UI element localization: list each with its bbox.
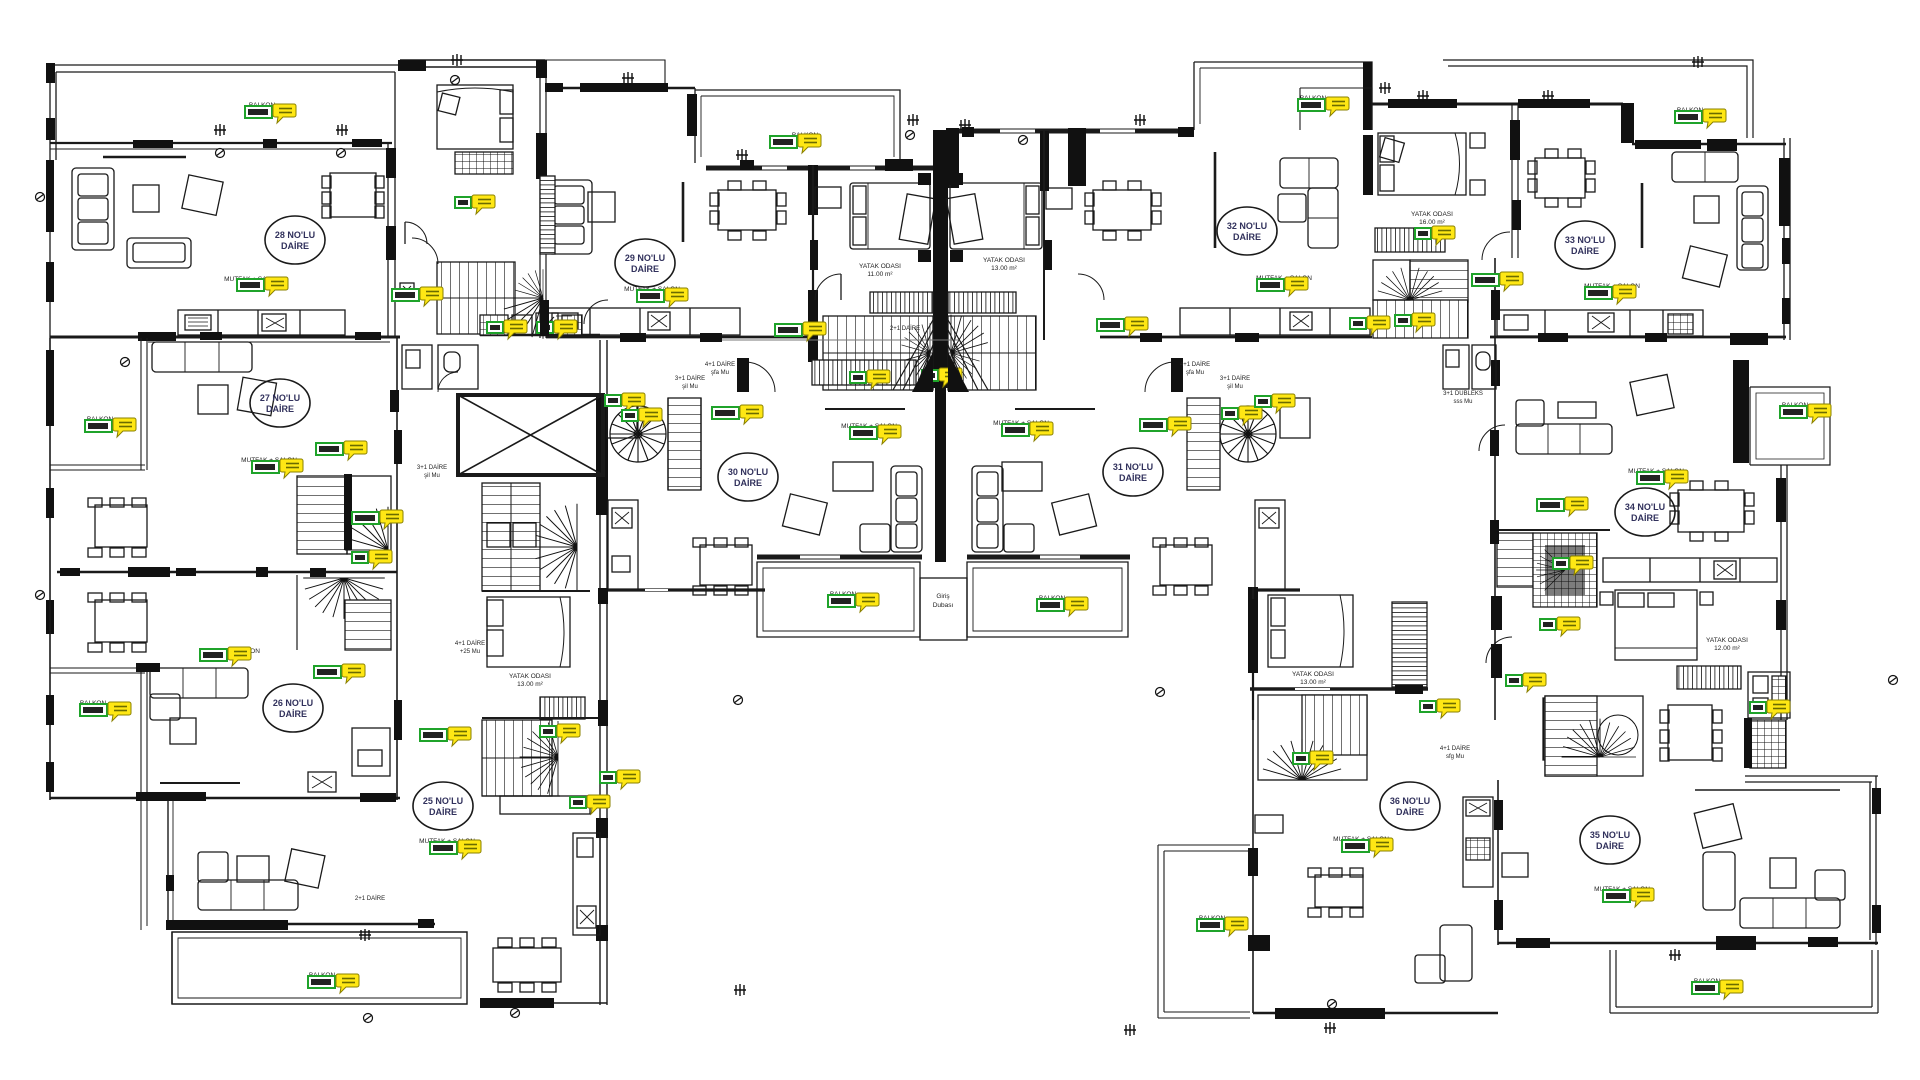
svg-text:28 NO'LU: 28 NO'LU [275, 230, 315, 240]
svg-text:35 NO'LU: 35 NO'LU [1590, 830, 1630, 840]
svg-text:DAİRE: DAİRE [1631, 513, 1659, 523]
svg-text:DAİRE: DAİRE [1571, 246, 1599, 256]
svg-text:DAİRE: DAİRE [1119, 473, 1147, 483]
svg-text:DAİRE: DAİRE [1596, 841, 1624, 851]
svg-text:13.00 m²: 13.00 m² [991, 265, 1017, 272]
svg-text:32 NO'LU: 32 NO'LU [1227, 221, 1267, 231]
svg-text:2+1 DAİRE: 2+1 DAİRE [890, 325, 920, 332]
svg-text:sss Mu: sss Mu [1453, 399, 1472, 405]
svg-text:şfa Mu: şfa Mu [1186, 370, 1204, 376]
svg-text:27 NO'LU: 27 NO'LU [260, 393, 300, 403]
svg-text:DAİRE: DAİRE [631, 264, 659, 274]
svg-text:Dubası: Dubası [933, 602, 954, 609]
svg-text:şil Mu: şil Mu [424, 473, 440, 479]
svg-text:DAİRE: DAİRE [281, 241, 309, 251]
svg-text:DAİRE: DAİRE [266, 404, 294, 414]
svg-text:4+1 DAİRE: 4+1 DAİRE [705, 361, 735, 368]
svg-text:YATAK ODASI: YATAK ODASI [1292, 671, 1334, 678]
svg-text:DAİRE: DAİRE [734, 478, 762, 488]
svg-text:31 NO'LU: 31 NO'LU [1113, 462, 1153, 472]
svg-text:+25 Mu: +25 Mu [460, 649, 480, 655]
svg-text:2+1 DAİRE: 2+1 DAİRE [355, 895, 385, 902]
svg-text:34 NO'LU: 34 NO'LU [1625, 502, 1665, 512]
svg-text:13.00 m²: 13.00 m² [1300, 679, 1326, 686]
svg-text:YATAK ODASI: YATAK ODASI [1706, 637, 1748, 644]
svg-text:YATAK ODASI: YATAK ODASI [1411, 211, 1453, 218]
svg-text:3+1 DAİRE: 3+1 DAİRE [1220, 375, 1250, 382]
svg-text:26 NO'LU: 26 NO'LU [273, 698, 313, 708]
svg-text:30 NO'LU: 30 NO'LU [728, 467, 768, 477]
svg-text:12.00 m²: 12.00 m² [1714, 645, 1740, 652]
svg-text:3+1 DAİRE: 3+1 DAİRE [675, 375, 705, 382]
svg-text:şfa Mu: şfa Mu [711, 370, 729, 376]
svg-text:YATAK ODASI: YATAK ODASI [859, 263, 901, 270]
svg-text:4+1 DAİRE: 4+1 DAİRE [1440, 745, 1470, 752]
svg-text:16.00 m²: 16.00 m² [1419, 219, 1445, 226]
svg-text:DAİRE: DAİRE [1396, 807, 1424, 817]
svg-text:Giriş: Giriş [936, 593, 950, 600]
svg-text:YATAK ODASI: YATAK ODASI [509, 673, 551, 680]
svg-text:şil Mu: şil Mu [1227, 384, 1243, 390]
svg-text:36 NO'LU: 36 NO'LU [1390, 796, 1430, 806]
svg-text:sfg Mu: sfg Mu [1446, 754, 1464, 760]
svg-text:4+1 DAİRE: 4+1 DAİRE [1180, 361, 1210, 368]
svg-text:25 NO'LU: 25 NO'LU [423, 796, 463, 806]
svg-text:29 NO'LU: 29 NO'LU [625, 253, 665, 263]
svg-text:11.00 m²: 11.00 m² [867, 271, 893, 278]
svg-text:33 NO'LU: 33 NO'LU [1565, 235, 1605, 245]
svg-text:3+1 DAİRE: 3+1 DAİRE [417, 464, 447, 471]
svg-text:şil Mu: şil Mu [682, 384, 698, 390]
svg-text:YATAK ODASI: YATAK ODASI [983, 257, 1025, 264]
svg-text:DAİRE: DAİRE [279, 709, 307, 719]
svg-text:DAİRE: DAİRE [1233, 232, 1261, 242]
svg-text:4+1 DAİRE: 4+1 DAİRE [455, 640, 485, 647]
svg-text:13.00 m²: 13.00 m² [517, 681, 543, 688]
svg-text:3+1 DUBLEKS: 3+1 DUBLEKS [1443, 391, 1483, 397]
svg-text:DAİRE: DAİRE [429, 807, 457, 817]
